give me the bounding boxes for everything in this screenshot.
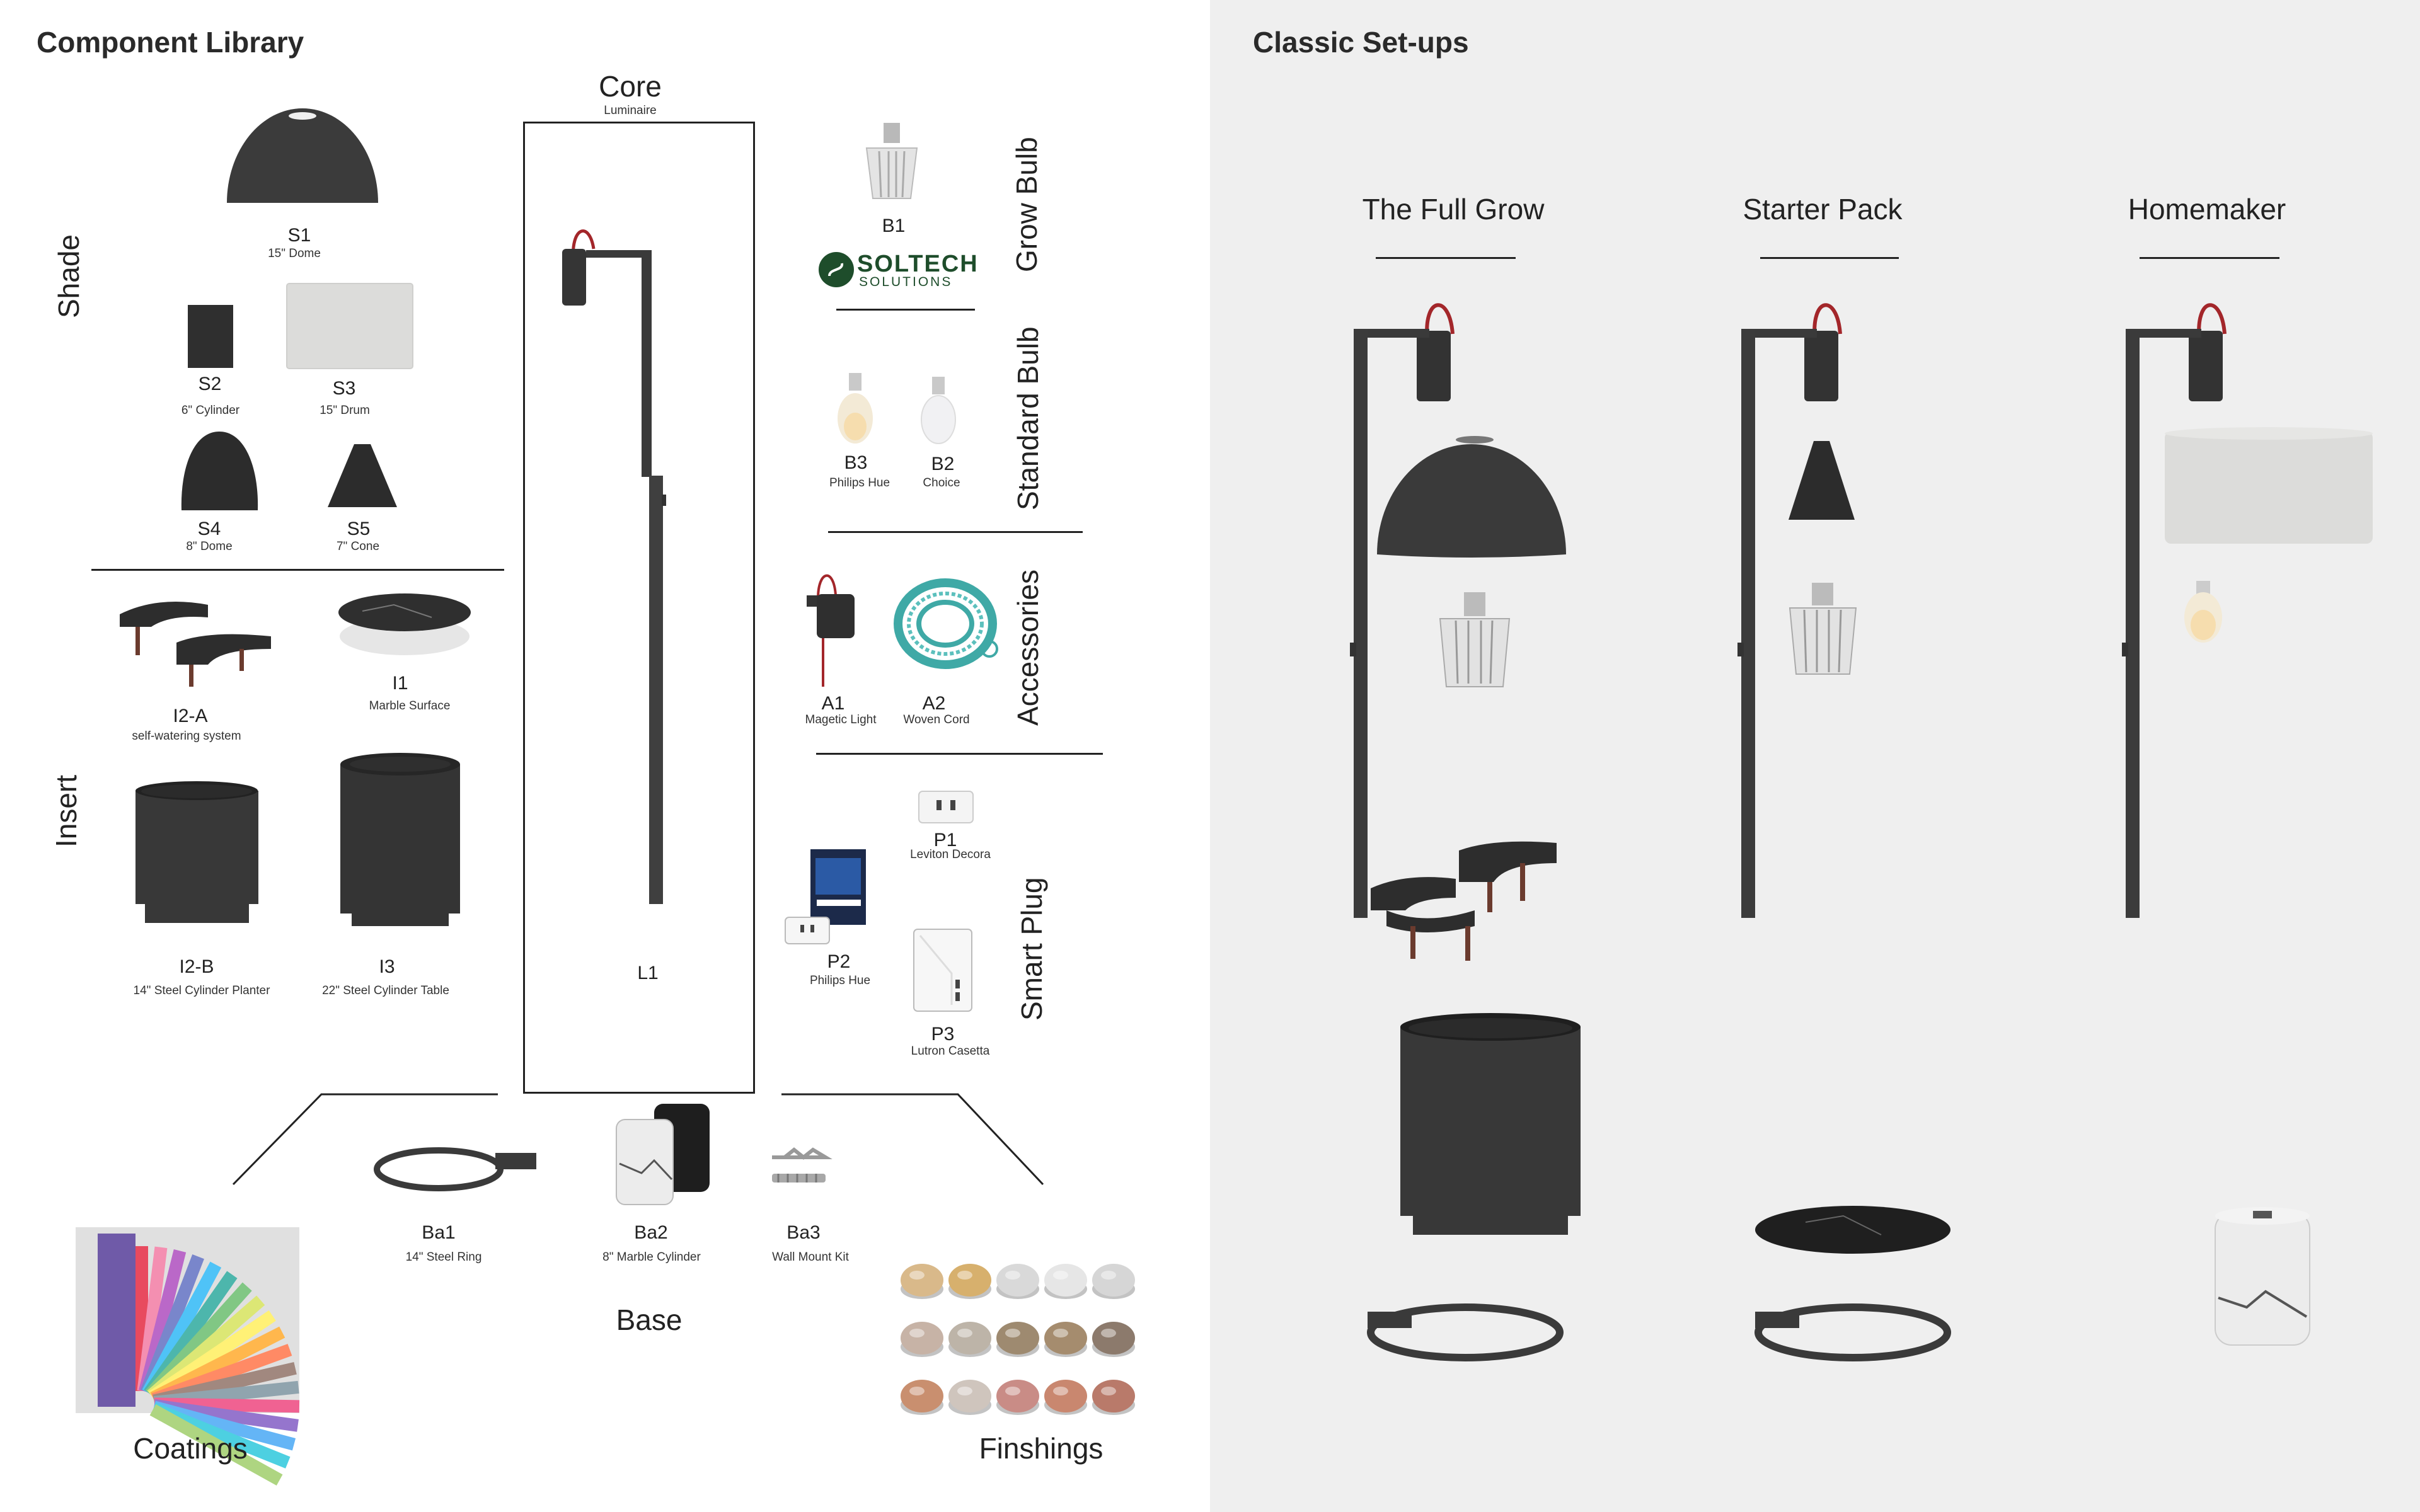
group-label-smart-plug: Smart Plug bbox=[1015, 877, 1048, 1021]
setup-starter-pack-illustration bbox=[1737, 303, 1951, 1361]
plug-p1-code: P1 bbox=[933, 830, 957, 850]
plug-p2-code: P2 bbox=[827, 951, 851, 972]
classic-setups-title: Classic Set-ups bbox=[1253, 26, 1469, 59]
accessory-a2-name: Woven Cord bbox=[903, 713, 970, 726]
accessory-a1-image bbox=[807, 574, 855, 687]
shade-s3-image bbox=[286, 283, 413, 369]
group-label-base: Base bbox=[616, 1303, 683, 1336]
grow-bulb-b1-code: B1 bbox=[882, 215, 906, 236]
setup-underline-homemaker bbox=[2140, 257, 2279, 259]
standard-bulb-b3-code: B3 bbox=[844, 452, 868, 473]
insert-i2b-code: I2-B bbox=[179, 956, 214, 977]
standard-bulb-b2-image bbox=[921, 377, 956, 444]
shade-s1-code: S1 bbox=[287, 225, 311, 246]
shade-s5-image bbox=[328, 444, 397, 507]
setup-underline-starter-pack bbox=[1760, 257, 1899, 259]
insert-i1-name: Marble Surface bbox=[369, 699, 451, 713]
insert-i3-code: I3 bbox=[379, 956, 395, 977]
finishings-knobs-image bbox=[901, 1264, 1135, 1415]
plug-p3-code: P3 bbox=[931, 1024, 955, 1045]
base-ba2-code: Ba2 bbox=[634, 1222, 668, 1243]
shade-s1-image bbox=[227, 108, 378, 203]
plug-p3-name: Lutron Casetta bbox=[911, 1045, 990, 1058]
core-title: Core bbox=[599, 70, 662, 103]
group-label-shade: Shade bbox=[52, 234, 85, 318]
divider-grow-standard bbox=[836, 309, 975, 311]
insert-i3-image bbox=[340, 753, 460, 926]
accessory-a1-name: Magetic Light bbox=[805, 713, 877, 726]
base-ba2-image bbox=[616, 1104, 710, 1205]
base-ba1-code: Ba1 bbox=[422, 1222, 456, 1243]
shade-s3-code: S3 bbox=[332, 378, 356, 399]
plug-p2-name: Philips Hue bbox=[809, 974, 871, 987]
shade-s1-name: 15" Dome bbox=[268, 247, 321, 260]
standard-bulb-b2-code: B2 bbox=[931, 454, 955, 474]
base-ba1-image bbox=[374, 1147, 536, 1191]
standard-bulb-b3-name: Philips Hue bbox=[829, 476, 890, 490]
insert-i3-name: 22" Steel Cylinder Table bbox=[322, 984, 449, 997]
plug-p1-image bbox=[918, 791, 974, 823]
soltech-logo bbox=[819, 252, 854, 287]
group-label-accessories: Accessories bbox=[1011, 570, 1044, 726]
standard-bulb-b3-image bbox=[838, 373, 873, 444]
group-label-standard-bulb: Standard Bulb bbox=[1011, 326, 1044, 510]
shade-s2-image bbox=[188, 305, 233, 368]
insert-i1-code: I1 bbox=[392, 673, 408, 694]
grow-bulb-b1-image bbox=[865, 123, 918, 199]
setup-title-starter-pack: Starter Pack bbox=[1743, 193, 1903, 226]
insert-i1-image bbox=[338, 593, 471, 655]
standard-bulb-b2-name: Choice bbox=[923, 476, 960, 490]
plug-p2-image bbox=[785, 849, 866, 944]
setup-title-full-grow: The Full Grow bbox=[1362, 193, 1545, 226]
group-label-finishings: Finshings bbox=[979, 1432, 1103, 1465]
setup-title-homemaker: Homemaker bbox=[2128, 193, 2286, 226]
shade-s2-code: S2 bbox=[198, 374, 222, 394]
group-label-coatings: Coatings bbox=[133, 1432, 248, 1465]
soltech-brand-line2: SOLUTIONS bbox=[859, 275, 953, 289]
divider-accessories-plug bbox=[816, 753, 1103, 755]
plug-p3-image bbox=[913, 929, 972, 1012]
insert-i2b-name: 14" Steel Cylinder Planter bbox=[133, 984, 270, 997]
base-ba3-code: Ba3 bbox=[786, 1222, 821, 1243]
shade-s5-code: S5 bbox=[347, 518, 371, 539]
shade-s4-image bbox=[181, 432, 258, 510]
base-ba3-image bbox=[772, 1147, 833, 1183]
group-label-grow-bulb: Grow Bulb bbox=[1010, 137, 1043, 272]
base-connector-lines bbox=[232, 1093, 1044, 1186]
base-ba1-name: 14" Steel Ring bbox=[405, 1251, 482, 1264]
insert-i2a-image bbox=[120, 602, 271, 687]
shade-s3-name: 15" Drum bbox=[320, 404, 370, 417]
core-subtitle: Luminaire bbox=[604, 104, 657, 117]
shade-s4-code: S4 bbox=[197, 518, 221, 539]
shade-s2-name: 6" Cylinder bbox=[181, 404, 240, 417]
core-box bbox=[523, 122, 755, 1094]
accessory-a2-code: A2 bbox=[922, 693, 946, 714]
insert-i2b-image bbox=[135, 781, 258, 923]
divider-shade-insert bbox=[91, 569, 504, 571]
base-ba3-name: Wall Mount Kit bbox=[772, 1251, 849, 1264]
component-library-title: Component Library bbox=[37, 26, 304, 59]
luminaire-l1-image bbox=[562, 229, 666, 904]
setup-homemaker-illustration bbox=[2122, 303, 2373, 1346]
shade-s5-name: 7" Cone bbox=[336, 540, 380, 553]
setup-underline-full-grow bbox=[1376, 257, 1516, 259]
divider-standard-accessories bbox=[828, 531, 1083, 533]
insert-i2a-code: I2-A bbox=[173, 706, 208, 726]
luminaire-l1-code: L1 bbox=[637, 963, 659, 983]
group-label-insert: Insert bbox=[50, 774, 83, 847]
accessory-a1-code: A1 bbox=[821, 693, 845, 714]
setup-full-grow-illustration bbox=[1350, 303, 1581, 1361]
accessory-a2-image bbox=[894, 578, 998, 669]
soltech-brand-line1: SOLTECH bbox=[857, 251, 979, 277]
plug-p1-name: Leviton Decora bbox=[910, 848, 991, 861]
shade-s4-name: 8" Dome bbox=[186, 540, 233, 553]
base-ba2-name: 8" Marble Cylinder bbox=[602, 1251, 701, 1264]
insert-i2a-name: self-watering system bbox=[132, 730, 241, 743]
coatings-swatch-fan-image bbox=[76, 1227, 300, 1486]
